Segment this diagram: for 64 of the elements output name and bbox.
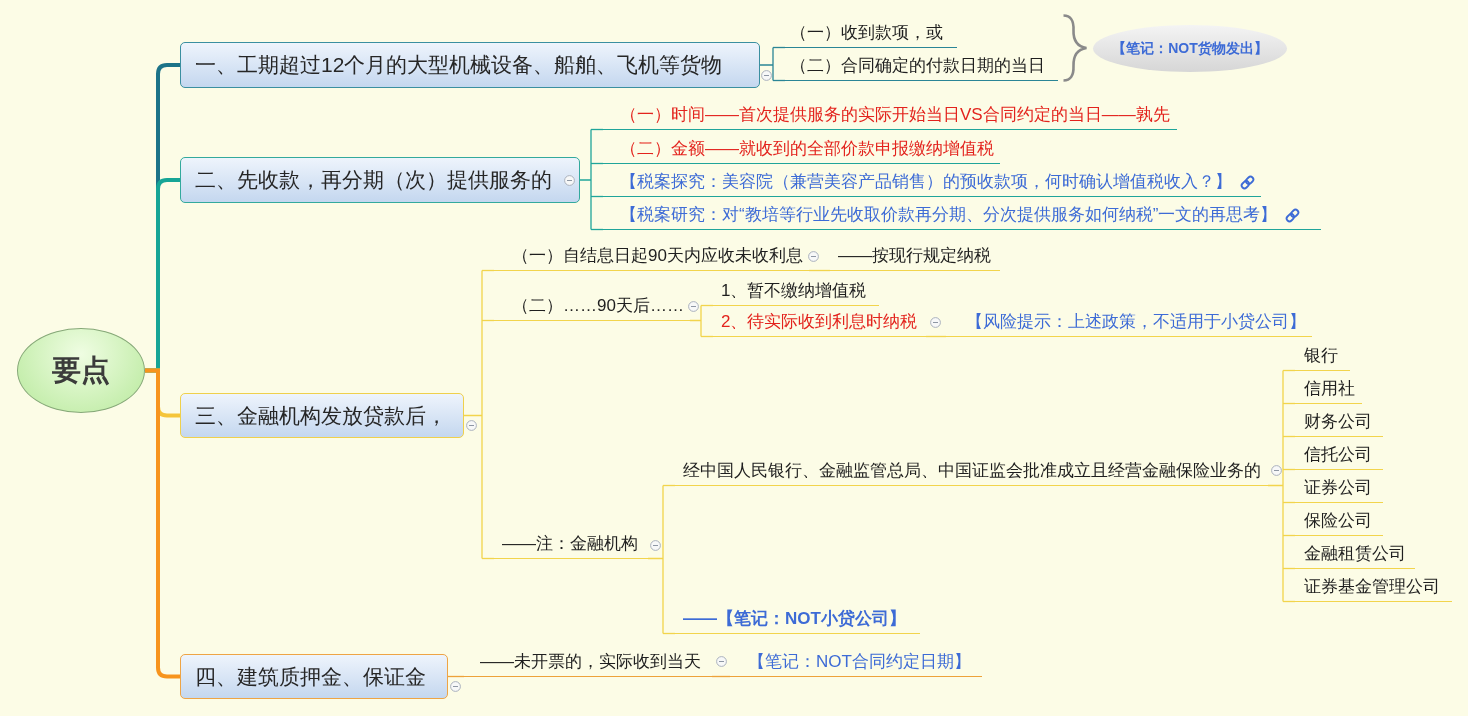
connector [772,46,786,49]
subtopic [603,204,1321,230]
connector [1282,600,1296,603]
connector [700,335,714,338]
connector [1282,567,1296,570]
subtopic: 证券基金管理公司 [1295,576,1452,602]
connector [700,304,714,307]
subtopic: 1、暂不缴纳增值税 [713,280,879,306]
connector [590,162,604,165]
subtopic: （一）收到款项，或 [785,22,957,48]
connector [1282,402,1296,405]
subtopic: 信用社 [1295,378,1362,404]
connector [1282,501,1296,504]
subtopic: 银行 [1295,345,1350,371]
topic-text: 【税案探究：美容院（兼营美容产品销售）的预收款项，何时确认增值税收入？】 [620,172,1232,191]
connector [463,269,483,560]
connector [662,484,676,487]
subtopic: （二）金额——就收到的全部价款申报缴纳增值税 [603,138,1000,164]
connector [1282,435,1296,438]
connector [590,195,604,198]
connector [481,319,495,322]
connector [481,269,495,272]
topic-text: 【税案研究：对“教培等行业先收取价款再分期、分次提供服务如何纳税”一文的再思考】 [620,205,1278,224]
subtopic: （二）合同确定的付款日期的当日 [785,55,1058,81]
connector [808,269,831,272]
subtopic: ——按现行规定纳税 [830,245,1000,271]
subtopic: （一）自结息日起90天内应收未收利息 [494,245,809,271]
connector [1267,369,1284,603]
subtopic: 证券公司 [1295,477,1383,503]
connector [590,228,604,231]
subtopic: ——【笔记：NOT小贷公司】 [675,608,920,634]
topic-box: 一、工期超过12个月的大型机械设备、船舶、飞机等货物 [180,42,760,88]
subtopic: 2、待实际收到利息时纳税 [713,311,926,337]
subtopic: 财务公司 [1295,411,1383,437]
connector [1282,369,1296,372]
connector [772,79,786,82]
subtopic: 信托公司 [1295,444,1383,470]
connector [1282,534,1296,537]
connector [579,128,592,231]
subtopic: 【笔记：NOT合同约定日期】 [730,651,982,677]
subtopic: 金融租赁公司 [1295,543,1415,569]
subtopic: 【风险提示：上述政策，不适用于小贷公司】 [946,311,1312,337]
topic-text: 二、先收款，再分期（次）提供服务的 [195,167,552,193]
connector [590,128,604,131]
subtopic: ——注：金融机构 [494,533,648,559]
note-ellipse: 【笔记：NOT货物发出】 [1093,25,1287,72]
subtopic [603,171,1261,197]
connector [711,675,731,678]
connector [759,46,774,82]
connector [647,484,664,635]
topic-box: 三、金融机构发放贷款后， [180,393,464,438]
topic-box [180,157,580,203]
connector [689,304,702,338]
subtopic: ——未开票的，实际收到当天 [464,651,712,677]
subtopic: （一）时间——首次提供服务的实际开始当日VS合同约定的当日——孰先 [603,104,1177,130]
subtopic: 经中国人民银行、金融监管总局、中国证监会批准成立且经营金融保险业务的 [675,460,1268,486]
connector [925,335,947,338]
subtopic: 保险公司 [1295,510,1383,536]
connector [447,675,465,678]
topic-box: 四、建筑质押金、保证金 [180,654,448,699]
central-topic: 要点 [17,328,145,413]
subtopic: （二）……90天后…… [494,295,690,321]
connector [662,632,676,635]
connector [481,557,495,560]
